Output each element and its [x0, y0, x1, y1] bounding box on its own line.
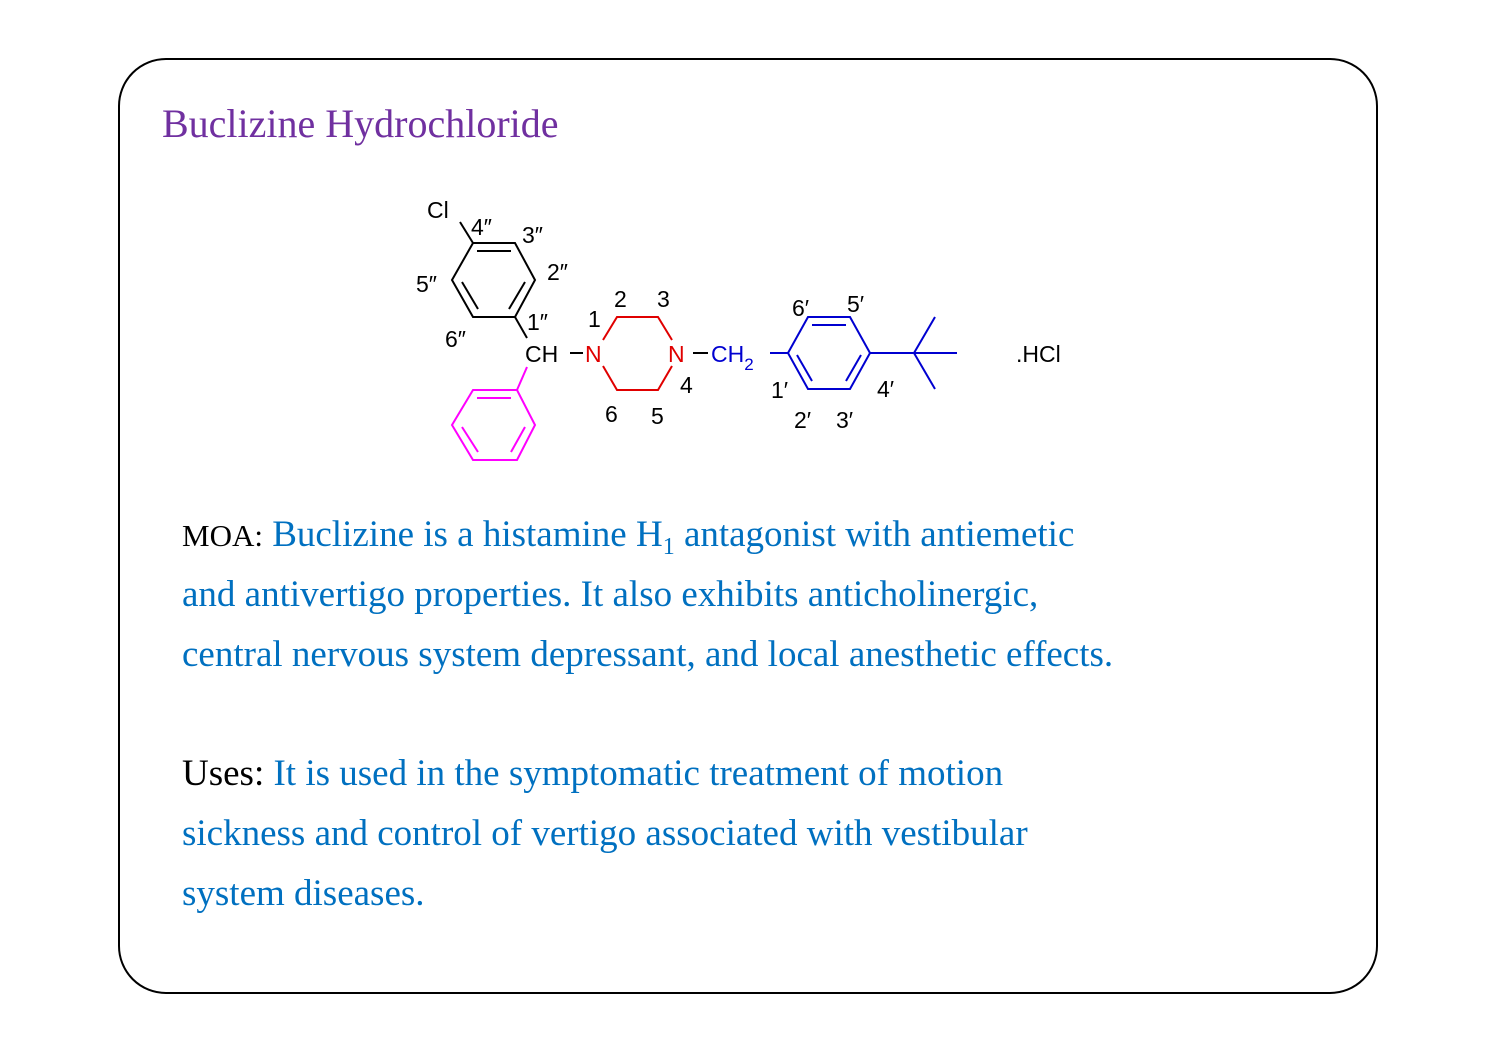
label-2p: 2′ — [794, 407, 811, 433]
label-p5: 5 — [651, 403, 664, 429]
label-p4: 4 — [680, 372, 693, 398]
atom-cl: Cl — [427, 197, 449, 223]
label-4p: 4′ — [877, 376, 894, 402]
label-4pp: 4″ — [471, 214, 492, 240]
moa-text: and antivertigo properties. It also exhi… — [182, 574, 1039, 615]
atom-n1: N — [585, 341, 602, 367]
label-1pp: 1″ — [527, 309, 548, 335]
slide-title: Buclizine Hydrochloride — [162, 101, 559, 146]
uses-text: It is used in the symptomatic treatment … — [273, 753, 1004, 794]
moa-text: Buclizine is a histamine H — [272, 514, 663, 555]
label-5p: 5′ — [847, 291, 864, 317]
label-1p: 1′ — [771, 377, 788, 403]
uses-paragraph: Uses: It is used in the symptomatic trea… — [182, 744, 1028, 924]
label-5pp: 5″ — [416, 271, 437, 297]
label-p3: 3 — [657, 286, 670, 312]
label-6pp: 6″ — [445, 326, 466, 352]
label-p2: 2 — [614, 286, 627, 312]
piperazine-ring — [602, 316, 673, 391]
label-p6: 6 — [605, 401, 618, 427]
atom-ch2: CH2 — [711, 341, 754, 374]
atom-n4: N — [668, 341, 685, 367]
slide-frame — [118, 58, 1378, 994]
salt-hcl: .HCl — [1016, 341, 1061, 367]
moa-paragraph: MOA: Buclizine is a histamine H1 antagon… — [182, 505, 1113, 685]
moa-text: antagonist with antiemetic — [674, 514, 1075, 555]
label-3pp: 3″ — [522, 222, 543, 248]
moa-label: MOA: — [182, 518, 263, 553]
phenyl-ring — [450, 366, 537, 461]
tert-butylbenzyl-ring — [770, 316, 957, 390]
label-p1: 1 — [588, 306, 601, 332]
label-2pp: 2″ — [547, 259, 568, 285]
moa-subscript: 1 — [662, 534, 675, 560]
label-3p: 3′ — [836, 407, 853, 433]
uses-label: Uses: — [182, 753, 265, 794]
uses-text: system diseases. — [182, 873, 425, 914]
atom-ch: CH — [525, 341, 558, 367]
chlorophenyl-ring — [450, 221, 537, 339]
uses-text: sickness and control of vertigo associat… — [182, 813, 1028, 854]
label-6p: 6′ — [792, 295, 809, 321]
moa-text: central nervous system depressant, and l… — [182, 634, 1114, 675]
